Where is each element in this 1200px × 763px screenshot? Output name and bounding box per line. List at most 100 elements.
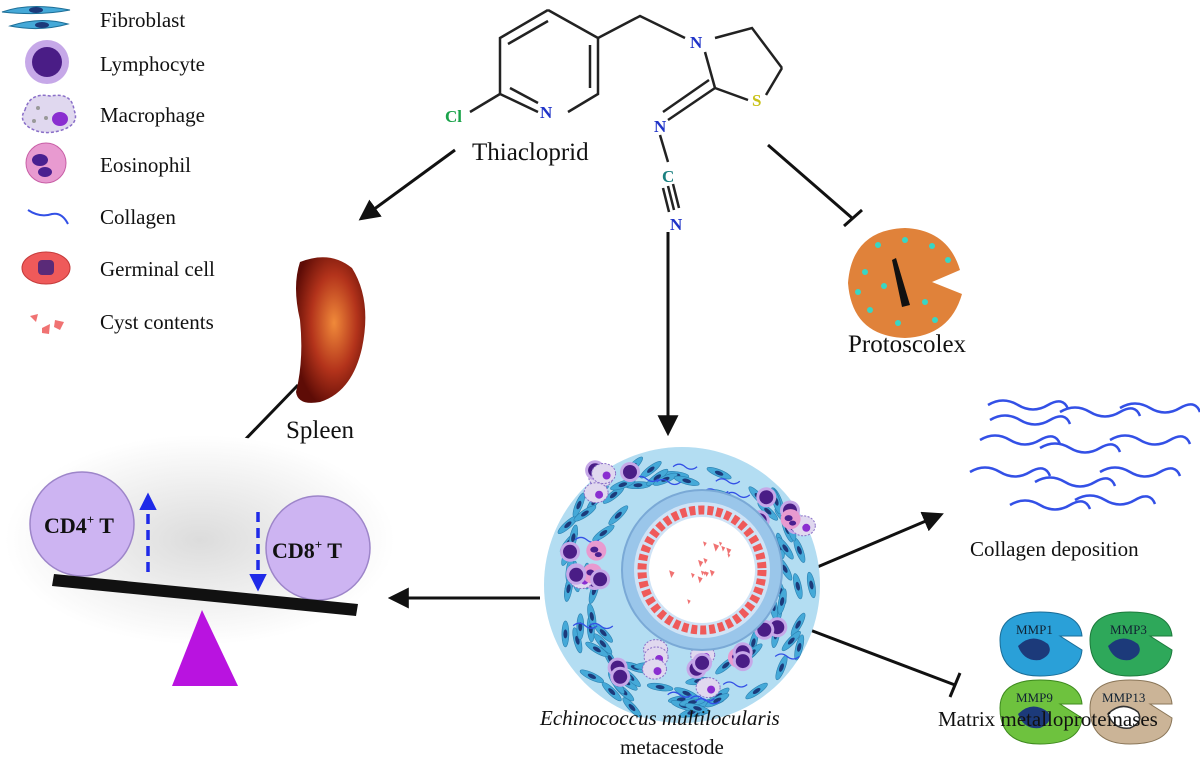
legend-label-fibroblast: Fibroblast [100,8,185,32]
lymphocyte-cell [566,564,587,585]
mmp3-label: MMP3 [1110,622,1147,637]
inhibit-protoscolex-line [767,143,853,220]
fibroblast-cell [745,682,768,700]
lymphocyte-cell [756,487,777,508]
cyst-fragment [726,547,732,555]
atom-n-ring: N [540,103,553,122]
inhibit-mmp-bar [948,672,962,698]
fibroblast-cell [601,681,622,702]
cyst-fragment [727,553,731,558]
cyst-fragment [713,543,720,552]
collagen-fiber [1039,442,1122,454]
spleen-organ [296,257,366,403]
lymphocyte-cell [590,569,611,590]
legend-label-lymphocyte: Lymphocyte [100,52,205,76]
fibroblast-cell [684,703,711,714]
tissue-collagen [722,681,748,688]
fibroblast-cell [561,620,570,648]
tissue-collagen [572,622,598,629]
protoscolex-label: Protoscolex [848,331,967,358]
fibroblast-cell [646,682,674,692]
legend-label-collagen: Collagen [100,205,176,229]
balance-fulcrum [172,610,238,686]
tissue-collagen [667,691,693,698]
fibroblast-cell [653,472,678,486]
mmp-group: MMP1 MMP3 MMP9 MMP13 [999,611,1173,745]
protoscolex-organism [848,228,962,338]
cyst-contents [669,541,732,605]
fibroblast-cell [576,613,585,640]
metacestode [544,447,820,723]
legend-label-macrophage: Macrophage [100,103,205,127]
arrow-to-collagen-deposition [814,511,944,570]
mmp9-label: MMP9 [1016,690,1053,705]
legend-label-eosinophil: Eosinophil [100,153,191,177]
fibroblast-cell [579,669,605,684]
fibroblast-cell [572,492,586,518]
cd4-label: CD4+ T [44,512,114,538]
fibroblast-cell [781,630,801,652]
thiacloprid-label: Thiacloprid [472,139,589,166]
mmp1-enzyme: MMP1 [999,611,1083,677]
collagen-fibers [969,399,1200,511]
cyst-fragment [721,545,726,552]
mmp9-enzyme: MMP9 [999,679,1083,745]
lymphocyte-cell [732,651,753,672]
fibroblast-cell [610,479,636,491]
collagen-fiber [1119,402,1200,414]
atom-n-imine: N [654,117,667,136]
cyst-fragment [691,572,695,579]
lymphocyte-cell [560,541,580,562]
fibroblast-cell [585,641,609,658]
fibroblast-cell [602,486,625,504]
fibroblast-cell [794,634,805,661]
fibroblast-cell [622,697,642,718]
tissue-collagen [588,622,614,630]
mmp3-enzyme: MMP3 [1089,611,1173,677]
cyst-fragment [709,569,715,577]
lymphocyte-cell [610,666,631,687]
tissue-collagen [715,478,741,485]
atom-n-thiazolidine: N [690,33,703,52]
metacestode-label: metacestode [620,735,724,759]
molecule-atoms: Cl N N S N C N [445,33,761,234]
germinal-cell-icon [21,251,71,285]
fibroblast-cell [592,524,615,542]
lymphocyte-icon [25,40,69,84]
cyst-fragment [719,541,723,547]
fibroblast-cell [777,537,794,560]
mmp1-label: MMP1 [1016,622,1053,637]
cd4-cell [29,471,135,577]
spleen-label: Spleen [286,417,355,444]
tissue-collagen [672,463,698,470]
collagen-fiber [1059,406,1142,418]
collagen-icon [27,209,69,225]
macrophage-cell [695,677,721,699]
cyst-fragment [700,570,705,576]
macrophage-icon [21,94,77,134]
tcell-balance: CD4+ T CD8+ T [5,435,395,686]
collagen-fiber [1009,499,1092,511]
inhibit-mmp-line [809,628,956,687]
fibroblast-cell [639,461,662,479]
thiacloprid-molecule [469,8,784,213]
fibroblast-cell [706,467,732,480]
germinal-layer [637,505,767,635]
collagen-fiber [1109,434,1192,446]
cyst-fragment [703,558,708,564]
fibroblast-icon [1,5,71,30]
macrophage-cell [642,658,667,680]
eosinophil-icon [25,142,67,184]
collagen-fiber [1034,476,1117,488]
macrophage-cell [591,463,617,484]
atom-c: C [662,167,674,186]
protoscolex-slit [892,258,910,307]
legend-label-cyst-contents: Cyst contents [100,310,214,334]
fibroblast-cell [587,603,597,630]
metacestode-species-label: Echinococcus multilocularis [539,706,780,730]
fibroblast-cell [793,573,803,600]
inhibit-protoscolex-bar [843,208,863,228]
collagen-fiber [989,414,1072,426]
mmp13-enzyme: MMP13 [1089,679,1173,745]
macrophage-cell [583,482,609,504]
